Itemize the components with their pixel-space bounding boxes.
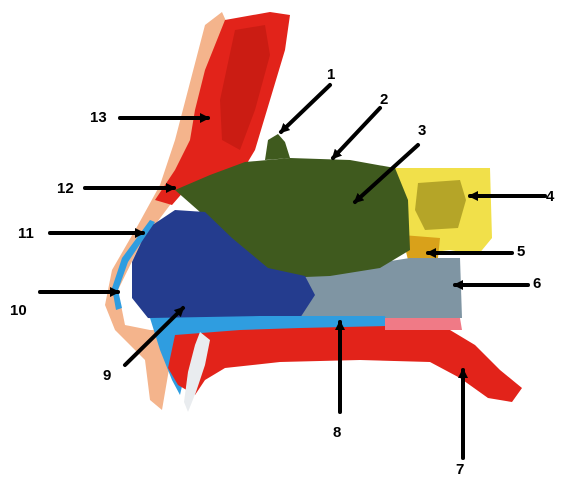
small-green-process-region	[265, 134, 290, 160]
label-3: 3	[418, 123, 426, 138]
pink-strip-region	[385, 318, 462, 330]
label-12: 12	[57, 181, 74, 196]
label-10: 10	[10, 303, 27, 318]
red-palate-region	[168, 326, 522, 402]
arrow-1	[281, 85, 330, 132]
label-2: 2	[380, 92, 388, 107]
label-11: 11	[18, 226, 34, 241]
label-4: 4	[546, 189, 554, 204]
label-1: 1	[327, 67, 335, 82]
arrow-2	[333, 108, 380, 158]
label-7: 7	[456, 462, 464, 477]
label-6: 6	[533, 276, 541, 291]
label-13: 13	[90, 110, 107, 125]
label-9: 9	[103, 368, 111, 383]
label-8: 8	[333, 425, 341, 440]
label-5: 5	[517, 244, 525, 259]
sphenoid-sinus-region	[415, 180, 466, 230]
